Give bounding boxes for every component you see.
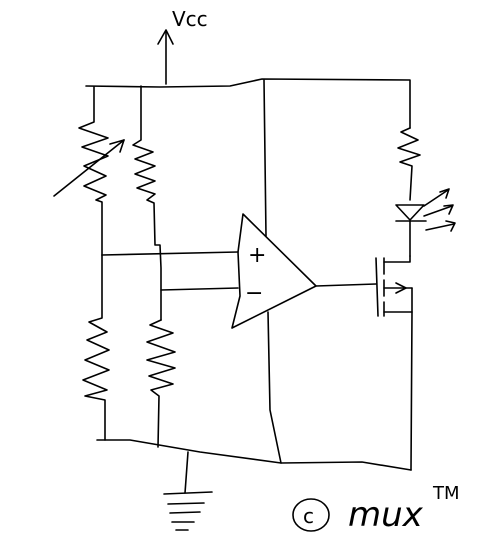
signature: c mux TM	[292, 483, 460, 535]
op-amp: + −	[231, 213, 317, 329]
resistor-top-middle	[132, 85, 162, 321]
op-amp-plus-label: +	[248, 243, 266, 268]
divider-to-noninverting-wire	[101, 251, 239, 256]
author-text: mux	[348, 495, 424, 535]
potentiometer-left-top	[53, 86, 125, 256]
resistor-bottom-left	[82, 254, 110, 441]
led	[395, 188, 456, 257]
ground-symbol	[163, 491, 213, 531]
op-amp-vplus-wire	[263, 79, 267, 237]
mosfet	[375, 255, 413, 471]
divider-to-inverting-wire	[160, 287, 239, 291]
trademark-text: TM	[432, 483, 460, 504]
resistor-drain	[397, 127, 421, 201]
op-amp-vminus-wire	[267, 311, 282, 464]
resistor-bottom-middle	[146, 319, 176, 448]
op-amp-minus-label: −	[245, 281, 263, 306]
vcc-supply: Vcc	[157, 7, 208, 85]
ground-rail-wire	[96, 439, 412, 471]
top-rail-wire	[85, 78, 411, 129]
copyright-circle	[292, 498, 330, 532]
copyright-letter: c	[303, 504, 314, 528]
vcc-label: Vcc	[172, 7, 208, 31]
op-amp-output-wire	[315, 283, 377, 287]
ground-stem-wire	[184, 451, 189, 494]
